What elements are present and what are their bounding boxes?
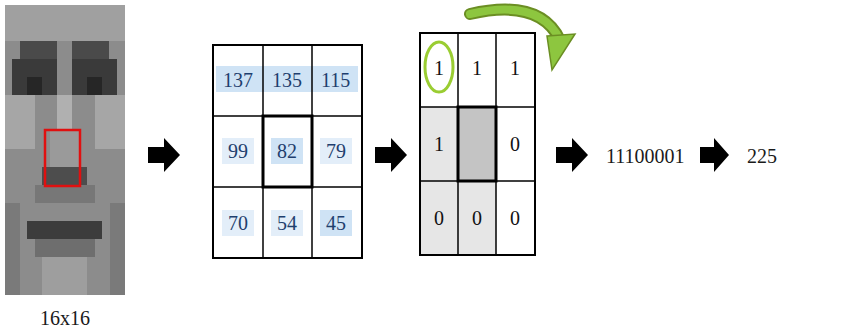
binary-code: 11100001 [606, 146, 685, 166]
image-size: 16x16 [40, 308, 90, 328]
pixel-grid [213, 45, 362, 258]
table-cell: 0 [510, 134, 520, 154]
table-cell: 79 [326, 141, 346, 161]
table-cell: 70 [228, 213, 248, 233]
face-image [5, 5, 125, 295]
rotation-arrow [470, 10, 575, 70]
table-cell: 1 [434, 58, 444, 78]
table-cell: 45 [326, 213, 346, 233]
table-cell: 82 [277, 141, 297, 161]
table-cell: 137 [223, 70, 253, 90]
decimal-value: 225 [747, 146, 777, 166]
table-cell: 0 [434, 208, 444, 228]
table-cell: 54 [277, 213, 297, 233]
table-cell: 99 [228, 141, 248, 161]
table-cell: 0 [472, 208, 482, 228]
table-cell: 1 [472, 58, 482, 78]
binary-grid [420, 33, 535, 255]
table-cell: 0 [510, 208, 520, 228]
table-cell: 135 [272, 70, 302, 90]
table-cell: 1 [434, 134, 444, 154]
table-cell: 1 [510, 58, 520, 78]
table-cell: 115 [321, 70, 350, 90]
